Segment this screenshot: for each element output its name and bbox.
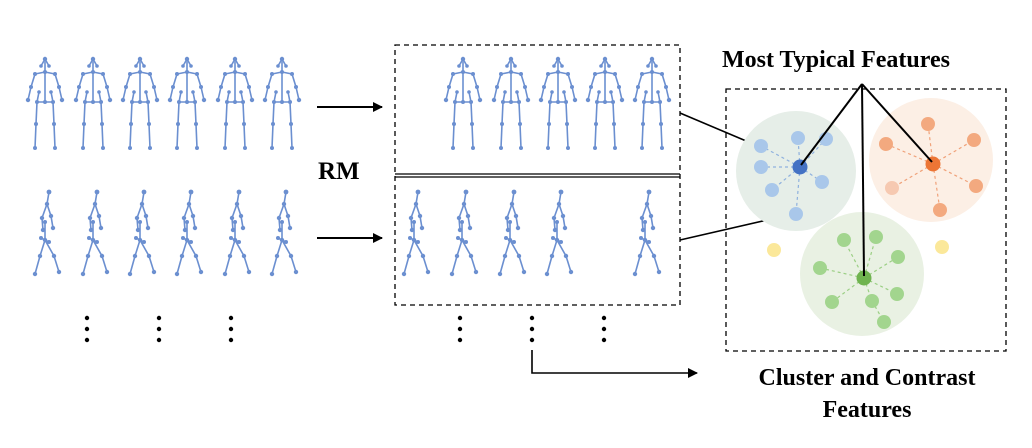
rm-ellipsis xyxy=(457,315,607,343)
rm-box xyxy=(394,44,681,306)
feature-node xyxy=(765,183,779,197)
feature-node xyxy=(789,207,803,221)
orange-cluster xyxy=(879,117,983,217)
vertical-ellipsis-icon xyxy=(228,315,234,343)
feature-node xyxy=(885,181,899,195)
input-side-sequence xyxy=(31,188,300,278)
feature-node xyxy=(815,175,829,189)
rm-label: RM xyxy=(318,158,360,185)
input-ellipsis xyxy=(84,315,234,343)
cluster-contrast-features-label: Cluster and Contrast Features xyxy=(758,365,976,423)
side-view-walking-skeleton-icon xyxy=(127,188,157,278)
side-view-walking-skeleton-icon xyxy=(448,188,480,278)
vertical-ellipsis-icon xyxy=(529,315,535,343)
side-view-walking-skeleton-icon xyxy=(31,188,63,278)
feature-node xyxy=(869,230,883,244)
feature-node xyxy=(933,203,947,217)
most-typical-features-label: Most Typical Features xyxy=(722,47,950,73)
feature-node xyxy=(813,261,827,275)
side-view-walking-skeleton-icon xyxy=(222,188,252,278)
typical-feature-node xyxy=(856,270,872,286)
vertical-ellipsis-icon xyxy=(457,315,463,343)
front-view-skeleton-icon xyxy=(120,55,160,151)
feature-node xyxy=(865,294,879,308)
feature-node xyxy=(825,295,839,309)
typical-feature-node xyxy=(792,159,808,175)
green-cluster xyxy=(813,230,905,329)
feature-node xyxy=(879,137,893,151)
front-view-skeleton-icon xyxy=(442,55,484,151)
feature-node xyxy=(754,160,768,174)
refined-front-sequence xyxy=(442,55,673,151)
front-view-skeleton-icon xyxy=(584,55,626,151)
input-front-sequence xyxy=(24,55,303,151)
refined-side-sequence xyxy=(400,188,663,278)
side-view-walking-skeleton-icon xyxy=(400,188,432,278)
side-view-walking-skeleton-icon xyxy=(543,188,575,278)
front-view-skeleton-icon xyxy=(490,55,532,151)
feature-node xyxy=(891,250,905,264)
feature-node xyxy=(967,133,981,147)
feature-node xyxy=(837,233,851,247)
front-view-skeleton-icon xyxy=(215,55,255,151)
front-view-skeleton-icon xyxy=(261,55,303,151)
front-view-skeleton-icon xyxy=(631,55,673,151)
front-view-skeleton-icon xyxy=(167,55,207,151)
typical-feature-pointers xyxy=(800,83,933,277)
vertical-ellipsis-icon xyxy=(84,315,90,343)
feature-node xyxy=(791,131,805,145)
front-view-skeleton-icon xyxy=(24,55,65,151)
feature-node xyxy=(877,315,891,329)
feature-node xyxy=(921,117,935,131)
side-view-walking-skeleton-icon xyxy=(496,188,528,278)
feature-node xyxy=(890,287,904,301)
arrow-right-icon xyxy=(531,350,698,378)
vertical-ellipsis-icon xyxy=(601,315,607,343)
outlier-node xyxy=(767,243,781,257)
side-view-walking-skeleton-icon xyxy=(80,188,110,278)
front-view-skeleton-icon xyxy=(73,55,113,151)
side-view-walking-skeleton-icon xyxy=(631,188,663,278)
feature-node xyxy=(754,139,768,153)
feature-node xyxy=(969,179,983,193)
side-view-walking-skeleton-icon xyxy=(174,188,204,278)
side-view-walking-skeleton-icon xyxy=(268,188,300,278)
vertical-ellipsis-icon xyxy=(156,315,162,343)
outlier-node xyxy=(935,240,949,254)
front-view-skeleton-icon xyxy=(537,55,579,151)
